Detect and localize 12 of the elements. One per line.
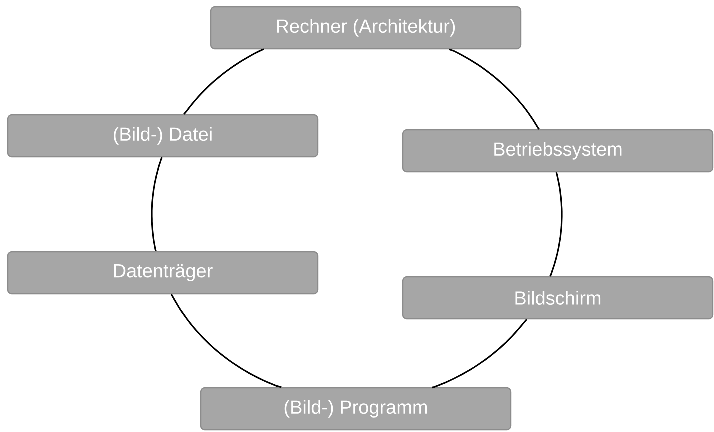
label-box: (Bild-) Datei	[7, 114, 319, 158]
ring-line	[449, 48, 540, 130]
ring-line	[550, 172, 563, 277]
label-box: Betriebssystem	[402, 129, 714, 173]
label-box: (Bild-) Programm	[200, 387, 512, 431]
label-box: Rechner (Architektur)	[210, 6, 522, 50]
label-box: Bildschirm	[402, 276, 714, 320]
ring-line	[184, 48, 265, 115]
ring-line	[151, 157, 163, 252]
label-box: Datenträger	[7, 251, 319, 295]
ring-line	[170, 294, 282, 388]
ring-line	[432, 319, 528, 389]
